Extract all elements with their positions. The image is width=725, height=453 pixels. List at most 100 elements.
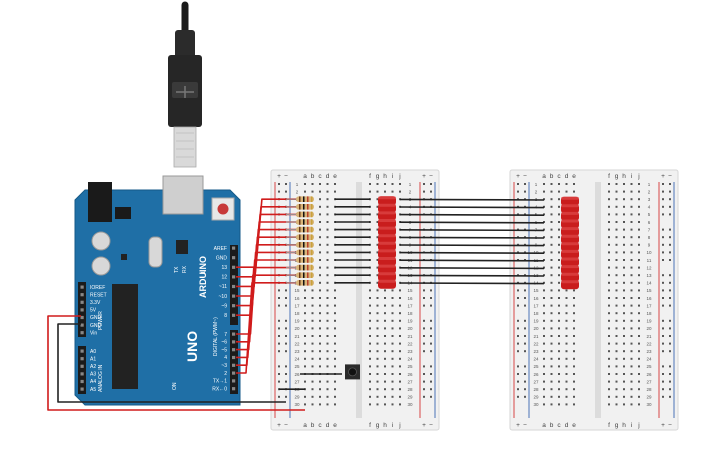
cathode-wire[interactable] <box>399 274 545 277</box>
led[interactable] <box>378 196 396 206</box>
led[interactable] <box>378 279 396 289</box>
gnd-wire[interactable] <box>57 323 286 403</box>
components[interactable] <box>286 196 579 380</box>
row-number: 18 <box>533 311 539 316</box>
cathode-wire[interactable] <box>399 282 545 285</box>
cathode-wire[interactable] <box>399 198 545 201</box>
analog-pin-socket[interactable] <box>80 364 84 368</box>
analog-pin-socket[interactable] <box>80 357 84 361</box>
led[interactable] <box>378 241 396 251</box>
power-pin-socket[interactable] <box>80 300 84 304</box>
power-pin-label: Vin <box>90 330 97 336</box>
analog-pin-label: A2 <box>90 364 96 370</box>
digital-pin-socket[interactable] <box>232 379 236 383</box>
led[interactable] <box>561 265 579 275</box>
resistor[interactable] <box>286 242 314 248</box>
resistor[interactable] <box>286 211 314 218</box>
led[interactable] <box>378 249 396 259</box>
led[interactable] <box>378 257 396 266</box>
row-number: 24 <box>294 357 300 362</box>
led[interactable] <box>561 272 579 282</box>
resistor[interactable] <box>286 204 314 210</box>
power-pin-socket[interactable] <box>80 293 84 297</box>
led[interactable] <box>561 257 579 267</box>
resistor[interactable] <box>286 196 314 202</box>
cathode-wire[interactable] <box>399 236 545 239</box>
pushbutton[interactable] <box>345 364 360 380</box>
led-highlight <box>561 257 579 261</box>
digital-pin-socket[interactable] <box>232 313 236 317</box>
led[interactable] <box>561 211 579 221</box>
cathode-wire[interactable] <box>399 244 545 247</box>
digital-pin-label: 7 <box>224 332 227 338</box>
analog-pin-socket[interactable] <box>80 349 84 353</box>
resistor[interactable] <box>286 257 314 263</box>
rail-plus-label: + <box>277 173 281 180</box>
led[interactable] <box>561 219 579 229</box>
5v-wire[interactable] <box>47 315 305 411</box>
digital-pin-socket[interactable] <box>232 371 236 375</box>
row-number: 18 <box>646 311 652 316</box>
led[interactable] <box>561 242 579 252</box>
digital-pin-socket[interactable] <box>232 332 236 336</box>
digital-pin-socket[interactable] <box>232 304 236 308</box>
cathode-wire[interactable] <box>399 206 545 209</box>
led[interactable] <box>561 280 579 290</box>
analog-pin-socket[interactable] <box>80 387 84 391</box>
row-number: 22 <box>533 341 539 346</box>
digital-pin-socket[interactable] <box>232 340 236 344</box>
led[interactable] <box>378 226 396 236</box>
digital-pin-socket[interactable] <box>232 265 236 269</box>
digital-pin-label: 8 <box>224 313 227 319</box>
resistor-band <box>303 219 305 225</box>
cathode-wire[interactable] <box>399 221 545 224</box>
analog-pin-socket[interactable] <box>80 379 84 384</box>
usb-cable[interactable] <box>168 1 202 168</box>
cathode-wire[interactable] <box>399 213 545 216</box>
digital-pin-socket[interactable] <box>232 246 236 250</box>
digital-pin-socket[interactable] <box>232 275 236 279</box>
digital-pin-socket[interactable] <box>232 294 236 298</box>
led[interactable] <box>561 234 579 244</box>
digital-pin-socket[interactable] <box>232 387 236 391</box>
power-pin-socket[interactable] <box>80 285 84 289</box>
led[interactable] <box>561 249 579 259</box>
digital-pin-socket[interactable] <box>232 284 236 289</box>
led[interactable] <box>378 219 396 228</box>
digital-pin-socket[interactable] <box>232 256 236 260</box>
led[interactable] <box>561 196 579 206</box>
digital-pin-socket[interactable] <box>232 355 236 360</box>
led[interactable] <box>378 211 396 221</box>
power-pin-socket[interactable] <box>80 315 84 320</box>
cathode-wire[interactable] <box>399 259 545 262</box>
resistor[interactable] <box>286 264 314 271</box>
cathode-wire[interactable] <box>399 251 545 254</box>
digital-pin-socket[interactable] <box>232 363 236 367</box>
led[interactable] <box>561 204 579 214</box>
arduino-uno-board[interactable]: ARDUINO UNO POWER ANALOG IN DIGITAL (PWM… <box>74 175 241 406</box>
digital-pin-socket[interactable] <box>232 348 236 352</box>
analog-pin-socket[interactable] <box>80 372 84 376</box>
resistor[interactable] <box>286 234 314 240</box>
resistor[interactable] <box>286 272 314 278</box>
wires[interactable] <box>47 198 545 411</box>
resistor[interactable] <box>286 249 314 256</box>
led[interactable] <box>378 272 396 282</box>
signal-wire[interactable] <box>236 282 300 374</box>
power-pin-socket[interactable] <box>80 308 84 312</box>
resistor[interactable] <box>286 219 314 225</box>
resistor-band <box>307 196 309 202</box>
led[interactable] <box>378 203 396 213</box>
breadboard-right[interactable] <box>509 169 679 431</box>
row-number: 25 <box>646 364 652 369</box>
resistor[interactable] <box>286 280 314 286</box>
row-number: 2 <box>409 189 412 194</box>
power-pin-socket[interactable] <box>80 323 84 327</box>
cathode-wire[interactable] <box>399 267 545 270</box>
led[interactable] <box>378 264 396 274</box>
led[interactable] <box>378 234 396 244</box>
led[interactable] <box>561 227 579 237</box>
power-pin-socket[interactable] <box>80 331 84 335</box>
cathode-wire[interactable] <box>399 229 545 232</box>
resistor[interactable] <box>286 226 314 233</box>
